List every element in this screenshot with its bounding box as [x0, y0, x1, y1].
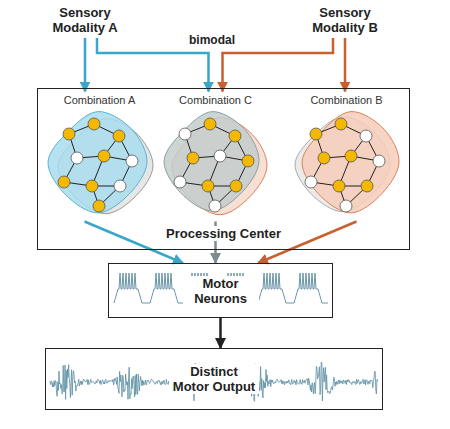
- neuron-dot: [335, 118, 347, 130]
- neuron-dot: [114, 180, 126, 192]
- neuron-dot: [214, 150, 226, 162]
- emg-trace: [50, 362, 378, 401]
- neuron-dot: [340, 200, 352, 212]
- center-label: Processing Center: [162, 226, 285, 241]
- neuron-dot: [174, 176, 186, 188]
- neuron-dot: [113, 130, 125, 142]
- network-illustration: [42, 106, 158, 222]
- region-blob: [302, 111, 399, 212]
- network-region: Combination B: [289, 92, 405, 222]
- network-region: Combination C: [160, 92, 272, 222]
- neuron-dot: [333, 180, 345, 192]
- neuron-dot: [71, 152, 83, 164]
- neuron-dot: [86, 180, 98, 192]
- neuron-dot: [204, 118, 216, 130]
- node-label: Sensory Modality A: [40, 5, 130, 35]
- flow-arrow: [344, 38, 347, 92]
- neuron-dot: [179, 128, 191, 140]
- neuron-dot: [318, 152, 330, 164]
- neuron-dot: [93, 200, 105, 212]
- network-region: Combination A: [42, 92, 158, 222]
- neuron-dot: [242, 155, 254, 167]
- neuron-dot: [58, 176, 70, 188]
- neuron-dot: [98, 150, 110, 162]
- neuron-dot: [230, 180, 242, 192]
- node-label: Distinct Motor Output: [169, 364, 259, 394]
- processing-box: Processing CenterCombination ACombinatio…: [37, 88, 410, 250]
- region-label: Combination B: [289, 94, 405, 107]
- region-label: Combination A: [42, 94, 158, 107]
- neuron-dot: [373, 155, 385, 167]
- annotation-label: bimodal: [172, 33, 252, 48]
- neuron-dot: [345, 150, 357, 162]
- modality-label: Sensory Modality A: [40, 2, 130, 38]
- neuron-dot: [305, 176, 317, 188]
- region-blob: [164, 111, 259, 210]
- neuron-dot: [88, 118, 100, 130]
- neuron-dot: [229, 130, 241, 142]
- flow-arrow: [223, 38, 334, 92]
- region-label: Combination C: [160, 94, 272, 107]
- neuron-dot: [360, 130, 372, 142]
- neuron-dot: [202, 180, 214, 192]
- neuron-dot: [361, 180, 373, 192]
- flow-arrow: [84, 38, 87, 92]
- neuron-dot: [310, 128, 322, 140]
- neuron-dot: [63, 128, 75, 140]
- neuron-dot: [187, 152, 199, 164]
- neuron-dot: [126, 155, 138, 167]
- motor-output-box: Distinct Motor Output: [45, 348, 383, 410]
- flow-arrow: [219, 318, 222, 348]
- motor-neuron-box: Motor Neurons: [108, 263, 333, 318]
- neuron-dot: [209, 200, 221, 212]
- modality-label: Sensory Modality B: [300, 2, 390, 38]
- network-illustration: [289, 106, 405, 222]
- node-label: Motor Neurons: [183, 276, 259, 306]
- node-label: Sensory Modality B: [300, 5, 390, 35]
- region-blob: [48, 111, 147, 212]
- network-illustration: [160, 106, 272, 222]
